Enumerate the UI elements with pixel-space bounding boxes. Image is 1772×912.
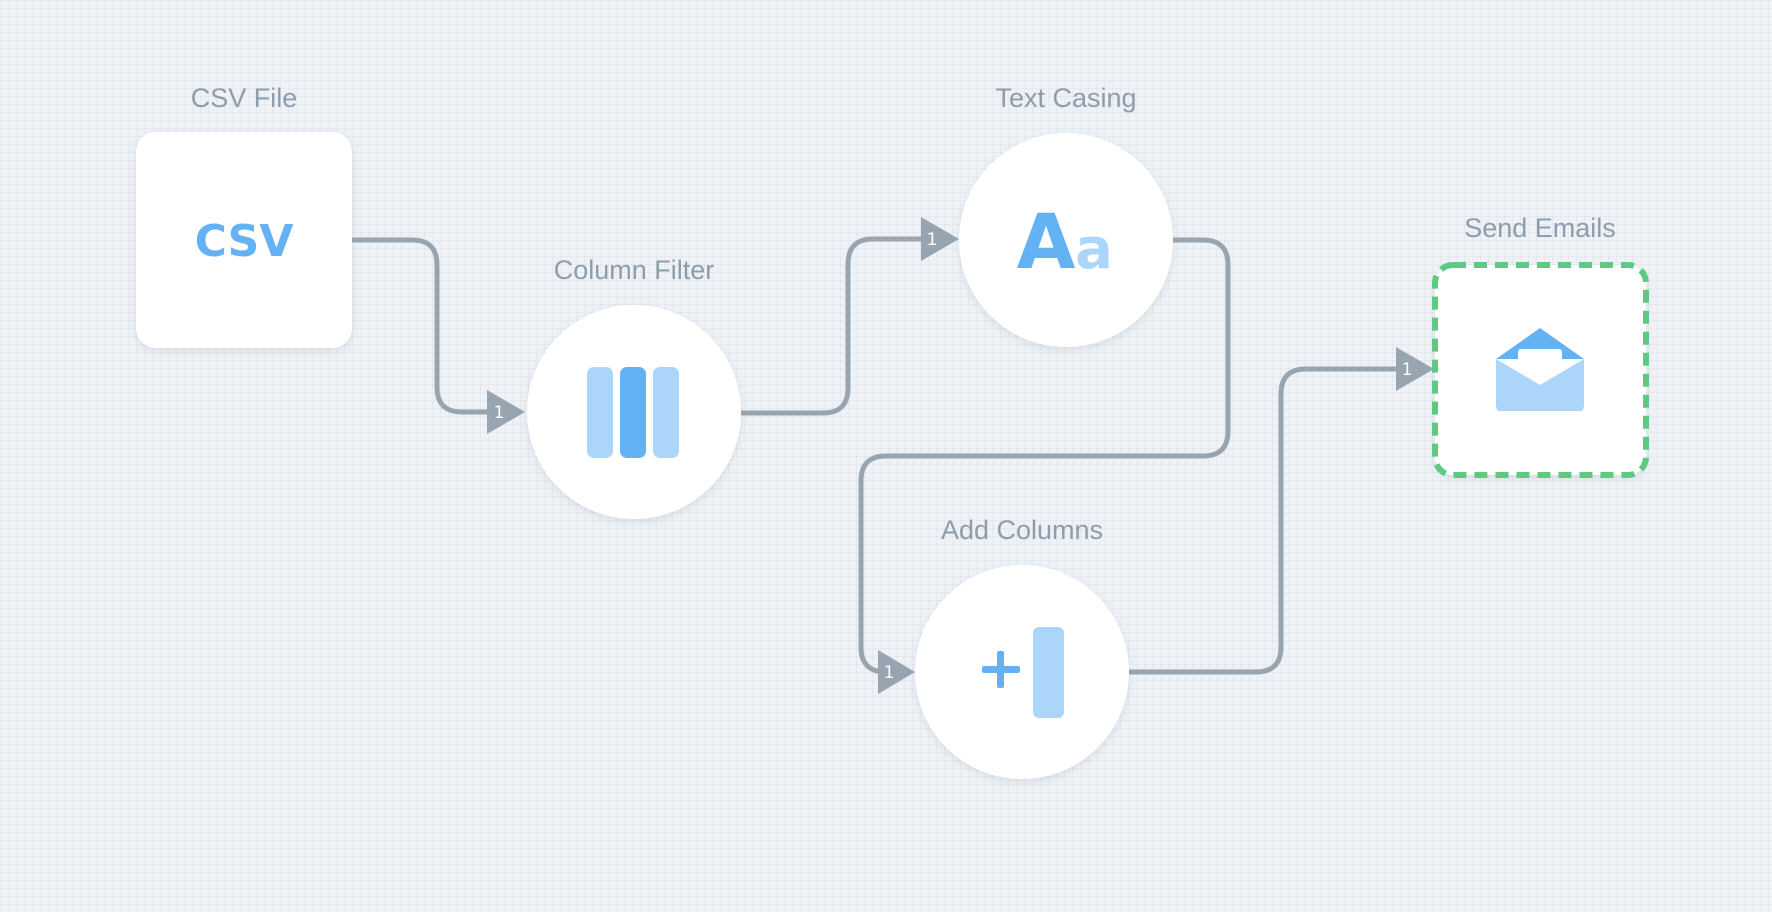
columns-icon: [587, 367, 679, 458]
port-number: 1: [927, 230, 938, 250]
node-body[interactable]: [959, 133, 1173, 347]
input-port-arrow[interactable]: [1396, 347, 1434, 391]
svg-text:a: a: [1075, 217, 1113, 282]
edge-column-filter-to-text-casing[interactable]: 1: [739, 217, 959, 416]
node-body[interactable]: [136, 132, 352, 348]
input-port-arrow[interactable]: [878, 650, 915, 694]
node-column-filter[interactable]: Column Filter: [527, 255, 741, 519]
csv-icon: CSV: [195, 216, 294, 267]
edge-text-casing-to-add-columns[interactable]: 1: [858, 237, 1231, 694]
selection-outline: [1432, 262, 1649, 478]
node-label: Add Columns: [941, 515, 1103, 545]
node-body[interactable]: [915, 565, 1129, 779]
node-label: Send Emails: [1464, 213, 1616, 243]
input-port-arrow[interactable]: [921, 217, 959, 261]
edge-csv-to-column-filter[interactable]: 1: [349, 237, 525, 434]
port-number: 1: [494, 403, 505, 423]
edge-add-columns-to-send-emails[interactable]: 1: [1127, 347, 1434, 675]
node-label: Column Filter: [554, 255, 715, 285]
node-send-emails[interactable]: Send Emails: [1432, 213, 1649, 478]
input-port-arrow[interactable]: [487, 390, 525, 434]
node-add-columns[interactable]: Add Columns: [915, 515, 1129, 779]
node-csv-file[interactable]: CSV File CSV: [136, 83, 352, 348]
text-case-icon: A a: [1017, 197, 1113, 286]
svg-text:A: A: [1017, 197, 1076, 286]
node-label: CSV File: [191, 83, 298, 113]
envelope-icon: [1496, 328, 1584, 411]
port-number: 1: [884, 663, 895, 683]
add-column-icon: [982, 627, 1064, 718]
port-number: 1: [1402, 360, 1413, 380]
node-label: Text Casing: [995, 83, 1136, 113]
node-text-casing[interactable]: Text Casing A a: [959, 83, 1173, 347]
